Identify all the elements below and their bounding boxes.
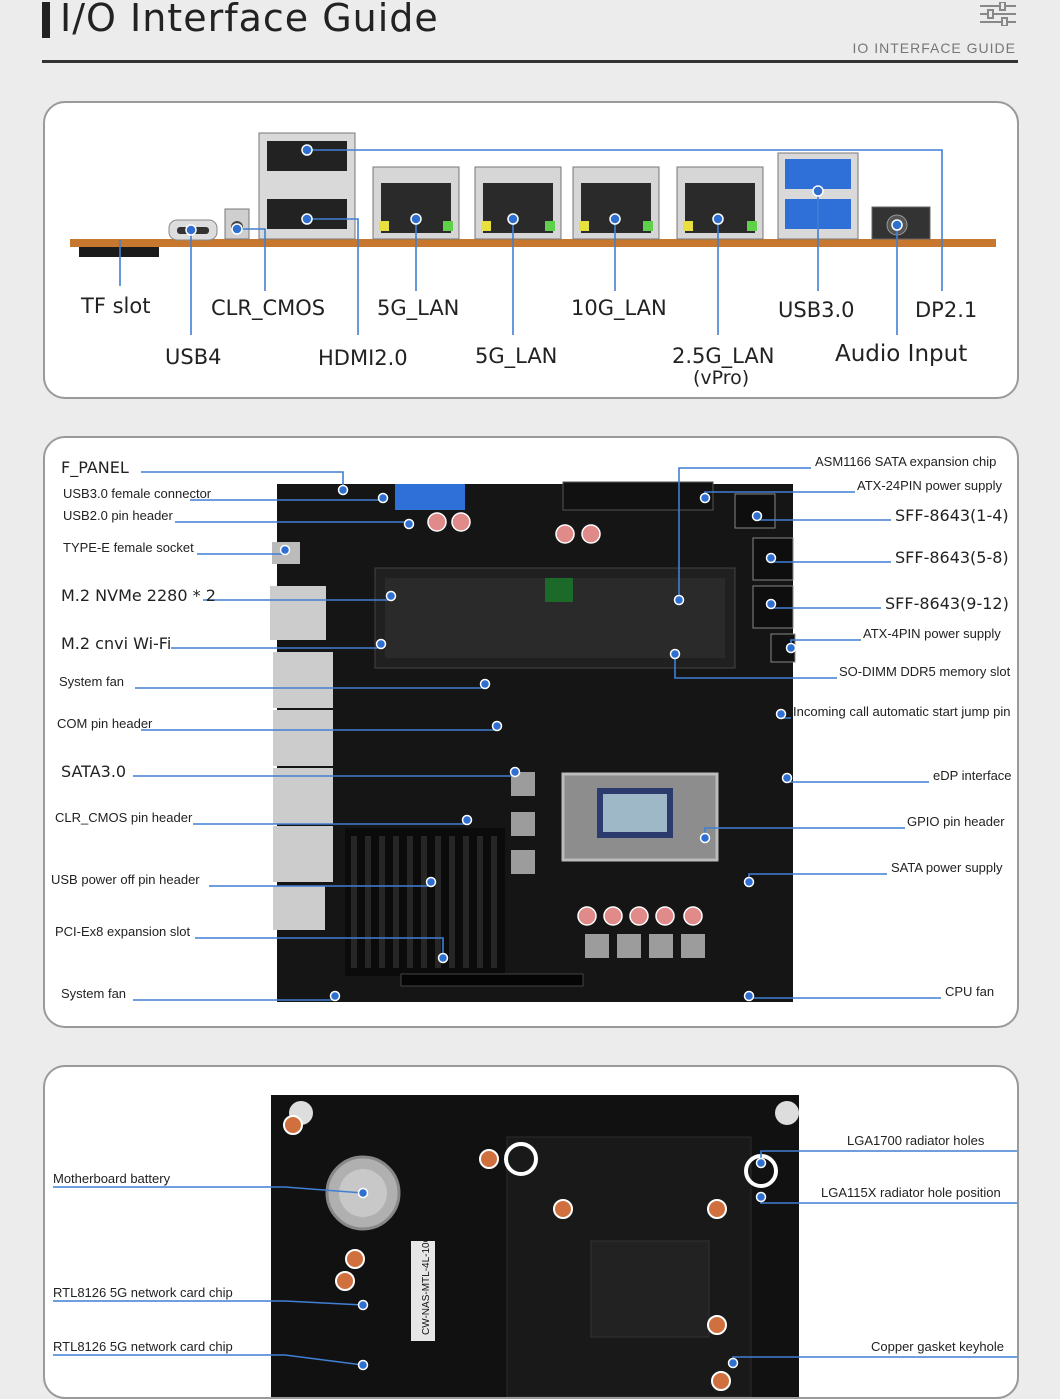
board-top-label-right-4: SFF-8643(9-12) xyxy=(885,594,1009,613)
callout-dot xyxy=(405,520,414,529)
callout-dot xyxy=(331,992,340,1001)
callout-dot xyxy=(481,680,490,689)
callout-dot xyxy=(379,494,388,503)
callout-dot xyxy=(359,1361,368,1370)
board-top-label-right-9: GPIO pin header xyxy=(907,814,1005,829)
label-5g-lan-b: 5G_LAN xyxy=(475,344,557,368)
callout-dot xyxy=(729,1359,738,1368)
board-top-label-right-7: Incoming call automatic start jump pin xyxy=(793,704,1010,719)
callout-dot xyxy=(675,596,684,605)
label-25g-lan: 2.5G_LAN xyxy=(672,344,774,368)
label-tf-slot: TF slot xyxy=(81,294,150,318)
board-top-label-left-6: System fan xyxy=(59,674,124,689)
board-top-label-left-0: F_PANEL xyxy=(61,458,129,477)
board-top-label-right-8: eDP interface xyxy=(933,768,1012,783)
callout-dot xyxy=(701,834,710,843)
leader-line xyxy=(197,550,285,554)
callout-dot xyxy=(439,954,448,963)
label-usb3: USB3.0 xyxy=(778,298,855,322)
board-bottom-label-right-1: LGA115X radiator hole position xyxy=(821,1185,1001,1200)
callout-dot xyxy=(787,644,796,653)
callout-dot xyxy=(753,512,762,521)
callout-dot xyxy=(757,1193,766,1202)
callout-dot xyxy=(377,640,386,649)
callout-dot xyxy=(281,546,290,555)
label-audio-input: Audio Input xyxy=(835,341,967,367)
board-top-label-right-6: SO-DIMM DDR5 memory slot xyxy=(839,664,1010,679)
board-bottom-label-left-2: RTL8126 5G network card chip xyxy=(53,1339,233,1354)
label-clr-cmos: CLR_CMOS xyxy=(211,296,325,320)
callout-dot xyxy=(463,816,472,825)
board-top-label-left-7: COM pin header xyxy=(57,716,152,731)
callout-dot xyxy=(427,878,436,887)
board-top-label-right-5: ATX-4PIN power supply xyxy=(863,626,1001,641)
board-top-illustration xyxy=(45,438,1017,1026)
board-bottom-label-right-0: LGA1700 radiator holes xyxy=(847,1133,984,1148)
board-top-label-right-11: CPU fan xyxy=(945,984,994,999)
board-top-label-right-0: ASM1166 SATA expansion chip xyxy=(815,454,996,469)
board-top-label-left-2: USB2.0 pin header xyxy=(63,508,173,523)
header-divider xyxy=(42,60,1018,63)
board-top-label-left-3: TYPE-E female socket xyxy=(63,540,194,555)
board-model-text: CW-NAS-MTL-4L-10G xyxy=(421,1234,432,1335)
callout-dot xyxy=(671,650,680,659)
label-hdmi: HDMI2.0 xyxy=(318,346,408,370)
callout-dot xyxy=(757,1159,766,1168)
board-top-label-left-1: USB3.0 female connector xyxy=(63,486,211,501)
callout-dot xyxy=(767,600,776,609)
callout-dot xyxy=(511,768,520,777)
leader-line xyxy=(761,1151,1017,1163)
callout-dot xyxy=(745,878,754,887)
callout-dot xyxy=(783,774,792,783)
callout-dot xyxy=(745,992,754,1001)
page-title: I/O Interface Guide xyxy=(60,0,439,40)
label-5g-lan-a: 5G_LAN xyxy=(377,296,459,320)
board-top-label-left-8: SATA3.0 xyxy=(61,762,126,781)
board-top-label-right-3: SFF-8643(5-8) xyxy=(895,548,1009,567)
board-bottom-label-left-1: RTL8126 5G network card chip xyxy=(53,1285,233,1300)
callout-dot xyxy=(387,592,396,601)
page-subtitle: IO INTERFACE GUIDE xyxy=(853,40,1016,56)
callout-dot xyxy=(701,494,710,503)
board-top-label-left-4: M.2 NVMe 2280 * 2 xyxy=(61,586,216,605)
io-panel: TF slot USB4 CLR_CMOS HDMI2.0 5G_LAN 5G_… xyxy=(43,101,1019,399)
callout-dot xyxy=(359,1301,368,1310)
title-accent-bar xyxy=(42,2,50,38)
leader-line xyxy=(787,778,929,782)
leader-line xyxy=(791,640,861,648)
callout-dot xyxy=(767,554,776,563)
board-top-label-left-5: M.2 cnvi Wi-Fi xyxy=(61,634,171,653)
callout-dot xyxy=(359,1189,368,1198)
board-top-label-right-10: SATA power supply xyxy=(891,860,1003,875)
label-vpro: (vPro) xyxy=(693,367,749,389)
callout-dot xyxy=(777,710,786,719)
board-bottom-label-left-0: Motherboard battery xyxy=(53,1171,170,1186)
board-top-label-left-10: USB power off pin header xyxy=(51,872,200,887)
board-top-label-left-9: CLR_CMOS pin header xyxy=(55,810,192,825)
board-top-label-left-11: PCI-Ex8 expansion slot xyxy=(55,924,190,939)
board-top-label-left-12: System fan xyxy=(61,986,126,1001)
callout-dot xyxy=(493,722,502,731)
sliders-icon xyxy=(980,2,1016,26)
board-top-label-right-1: ATX-24PIN power supply xyxy=(857,478,1002,493)
callout-dot xyxy=(339,486,348,495)
board-bottom-label-right-2: Copper gasket keyhole xyxy=(871,1339,1004,1354)
label-10g-lan: 10G_LAN xyxy=(571,296,667,320)
label-usb4: USB4 xyxy=(165,345,221,369)
board-top-label-right-2: SFF-8643(1-4) xyxy=(895,506,1009,525)
label-dp: DP2.1 xyxy=(915,298,977,322)
